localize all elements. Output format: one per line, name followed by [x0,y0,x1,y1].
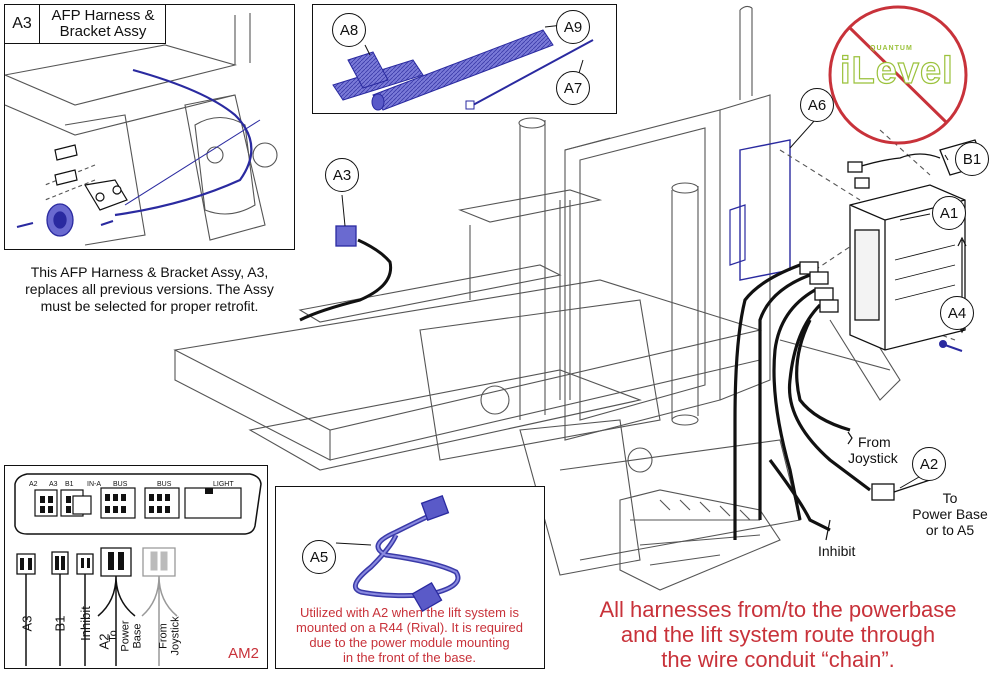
am2-port-bus-2: BUS [157,481,172,488]
am2-conn-to-power-base: To Power Base [108,620,145,652]
callout-a8: A8 [332,13,366,47]
am2-conn-from-joystick: From Joystick [158,616,183,656]
to-power-line3: or to A5 [925,522,975,538]
footer-line1: All harnesses from/to the powerbase [599,597,957,622]
footer-line3: the wire conduit “chain”. [661,647,895,672]
callout-a3: A3 [325,158,359,192]
am2-inset: A2 A3 B1 IN-A BUS BUS LIGHT A3 B1 Inhibi… [4,465,268,669]
callout-a2: A2 [912,447,946,481]
a5-note-line3: due to the power module mounting [309,635,510,650]
callout-a4: A4 [940,296,974,330]
ilevel-logo [828,5,968,145]
a5-note-line4: in the front of the base. [343,650,476,665]
footer-line2: and the lift system route through [620,622,936,647]
callout-a9: A9 [556,10,590,44]
am2-port-in-a: IN-A [87,481,101,488]
am2-drawing: A2 A3 B1 IN-A BUS BUS LIGHT [14,473,262,666]
a3-harness [299,225,393,322]
a3-inset-code: A3 [5,5,40,43]
a5-note-line1: Utilized with A2 when the lift system is [300,605,519,620]
a3-inset-title-line1: AFP Harness & [51,7,155,24]
am2-port-a3: A3 [49,481,58,488]
connectors [799,261,895,501]
harness-bundle [733,263,871,540]
callout-a1: A1 [932,196,966,230]
callout-a6: A6 [800,88,834,122]
callout-b1: B1 [955,142,989,176]
am2-conn-inhibit: Inhibit [77,606,93,641]
kit-inset-drawing [332,24,594,111]
a5-inset: A5 Utilized with A2 when the lift system… [275,486,545,669]
a3-inset: A3 AFP Harness & Bracket Assy [4,4,295,250]
am2-conn-a3: A3 [19,615,35,632]
am2-port-b1: B1 [65,481,74,488]
callout-a5: A5 [302,540,336,574]
to-power-line2: Power Base [912,506,988,522]
a3-note-line3: must be selected for proper retrofit. [40,298,259,314]
am2-port-bus-1: BUS [113,481,128,488]
a5-note-line2: mounted on a R44 (Rival). It is required [296,620,523,635]
am2-port-a2: A2 [29,481,38,488]
a5-cable-drawing [335,494,461,613]
from-joystick-line2: Joystick [848,450,898,466]
a3-inset-drawing [5,13,278,246]
from-joystick-line1: From [858,434,891,450]
logo-brand-small: QUANTUM [870,45,913,52]
inhibit-label: Inhibit [818,543,856,559]
power-module [849,184,966,351]
am2-conn-b1: B1 [52,615,68,632]
a3-note-line2: replaces all previous versions. The Assy [25,281,274,297]
callout-a7: A7 [556,71,590,105]
am2-code: AM2 [228,645,259,662]
am2-port-light: LIGHT [213,481,234,488]
logo-brand-main: iLevel [839,49,954,92]
a3-inset-title-line2: Bracket Assy [59,23,147,40]
a3-note-line1: This AFP Harness & Bracket Assy, A3, [30,264,269,280]
to-power-line1: To [942,490,958,506]
